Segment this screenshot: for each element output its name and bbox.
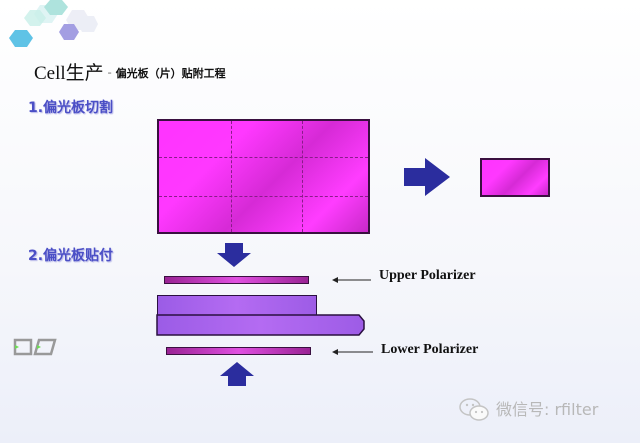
cut-line [302, 121, 303, 232]
title-main: Cell生产 [34, 63, 104, 84]
step-1-label: 1.偏光板切割 [28, 100, 114, 116]
tft-glass [156, 314, 365, 336]
page-title: Cell生产-偏光板（片）贴附工程 [34, 58, 226, 85]
step-2-label: 2.偏光板贴付 [28, 248, 114, 264]
arrow-right-icon [404, 158, 450, 196]
arrow-down-icon [217, 243, 251, 267]
cut-line [159, 196, 368, 197]
watermark-text: 微信号: rfilter [496, 400, 599, 419]
lower-polarizer-label: Lower Polarizer [381, 342, 479, 357]
color-filter-glass [157, 295, 317, 316]
pointer-arrow-icon [332, 277, 371, 283]
title-subtitle: 偏光板（片）贴附工程 [115, 67, 226, 80]
arrow-up-icon [220, 362, 254, 386]
title-separator: - [107, 65, 112, 79]
upper-polarizer [164, 276, 309, 284]
upper-polarizer-label: Upper Polarizer [379, 268, 476, 283]
logo-icon [13, 338, 57, 356]
pointer-arrow-icon [332, 349, 373, 355]
mother-polarizer-sheet [157, 119, 370, 234]
hexagon-decoration-icon [9, 0, 98, 47]
lower-polarizer [166, 347, 311, 355]
cut-line [231, 121, 232, 232]
cut-line [159, 157, 368, 158]
wechat-icon [459, 398, 489, 421]
cut-polarizer-piece [480, 158, 550, 197]
